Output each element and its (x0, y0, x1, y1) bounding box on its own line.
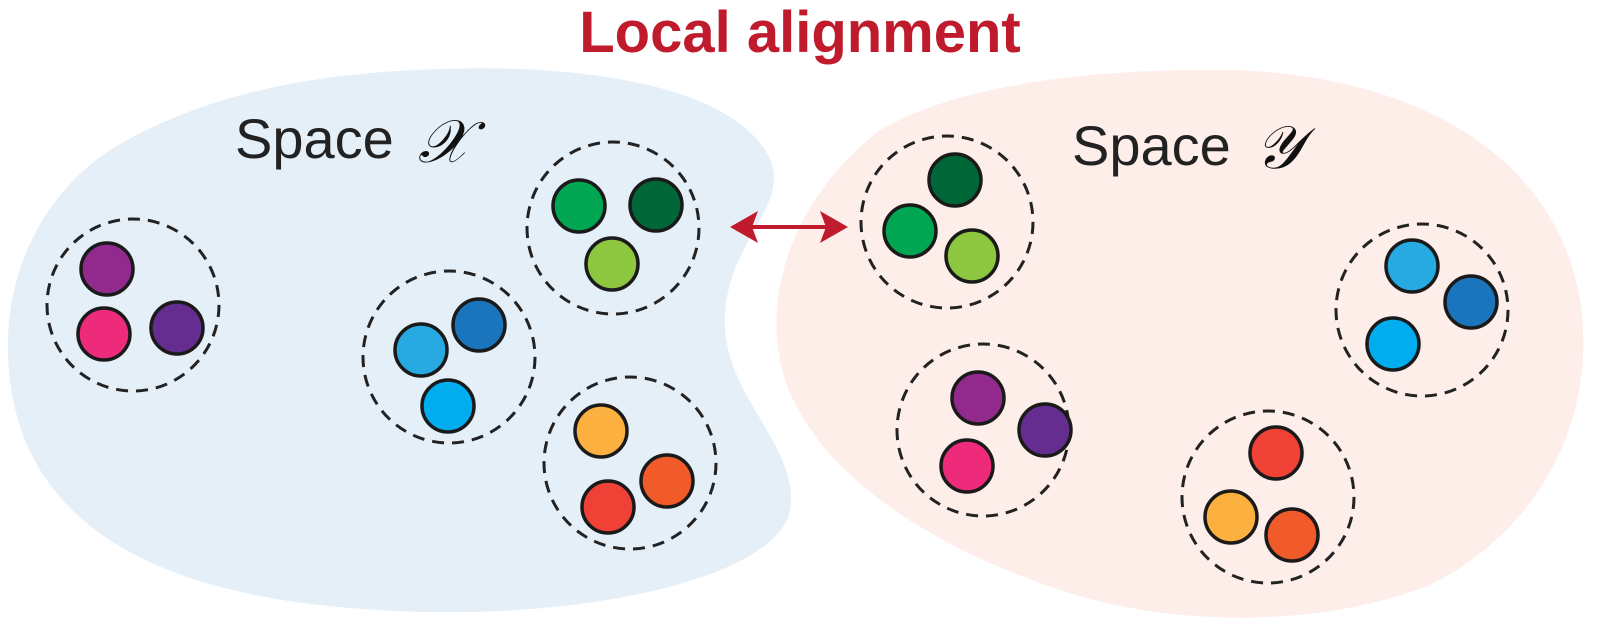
data-point (79, 241, 135, 297)
space-x-cluster-orange-red (542, 375, 718, 551)
cluster-boundary (859, 134, 1035, 310)
data-point (1365, 316, 1421, 372)
cluster-boundary (525, 140, 701, 316)
space-x-cluster-purple-pink (45, 217, 221, 393)
space-x-label-text: Space (235, 107, 394, 170)
space-y-cluster-orange-red (1180, 409, 1356, 585)
data-point (1443, 274, 1499, 330)
data-point (882, 203, 938, 259)
cluster-boundary (1334, 222, 1510, 398)
data-point (393, 322, 449, 378)
data-point (1248, 425, 1304, 481)
data-point (451, 297, 507, 353)
data-point (1384, 238, 1440, 294)
data-point (639, 453, 695, 509)
space-y-label-text: Space (1072, 114, 1231, 177)
cluster-boundary (1180, 409, 1356, 585)
space-y-label: Space 𝒴 (1072, 113, 1316, 183)
data-point (420, 378, 476, 434)
data-point (944, 228, 1000, 284)
data-point (1264, 507, 1320, 563)
space-y-cluster-purple-pink (895, 342, 1073, 518)
data-point (551, 178, 607, 234)
data-point (580, 479, 636, 535)
data-point (1017, 402, 1073, 458)
data-point (1203, 489, 1259, 545)
space-x-cluster-blue (361, 269, 537, 445)
diagram-title: Local alignment (579, 0, 1021, 65)
data-point (939, 438, 995, 494)
cluster-boundary (361, 269, 537, 445)
alignment-arrow (730, 211, 848, 243)
data-point (149, 300, 205, 356)
clusters-layer (45, 134, 1510, 585)
data-point (927, 152, 983, 208)
space-y-cluster-blue (1334, 222, 1510, 398)
alignment-arrowhead-left (730, 211, 758, 243)
data-point (76, 306, 132, 362)
space-x-cluster-green (525, 140, 701, 316)
alignment-arrowhead-right (820, 211, 848, 243)
cluster-boundary (45, 217, 221, 393)
space-x-label: Space 𝒳 (235, 107, 486, 177)
cluster-boundary (542, 375, 718, 551)
space-y-cluster-green (859, 134, 1035, 310)
data-point (628, 177, 684, 233)
data-point (573, 403, 629, 459)
data-point (584, 236, 640, 292)
data-point (950, 370, 1006, 426)
